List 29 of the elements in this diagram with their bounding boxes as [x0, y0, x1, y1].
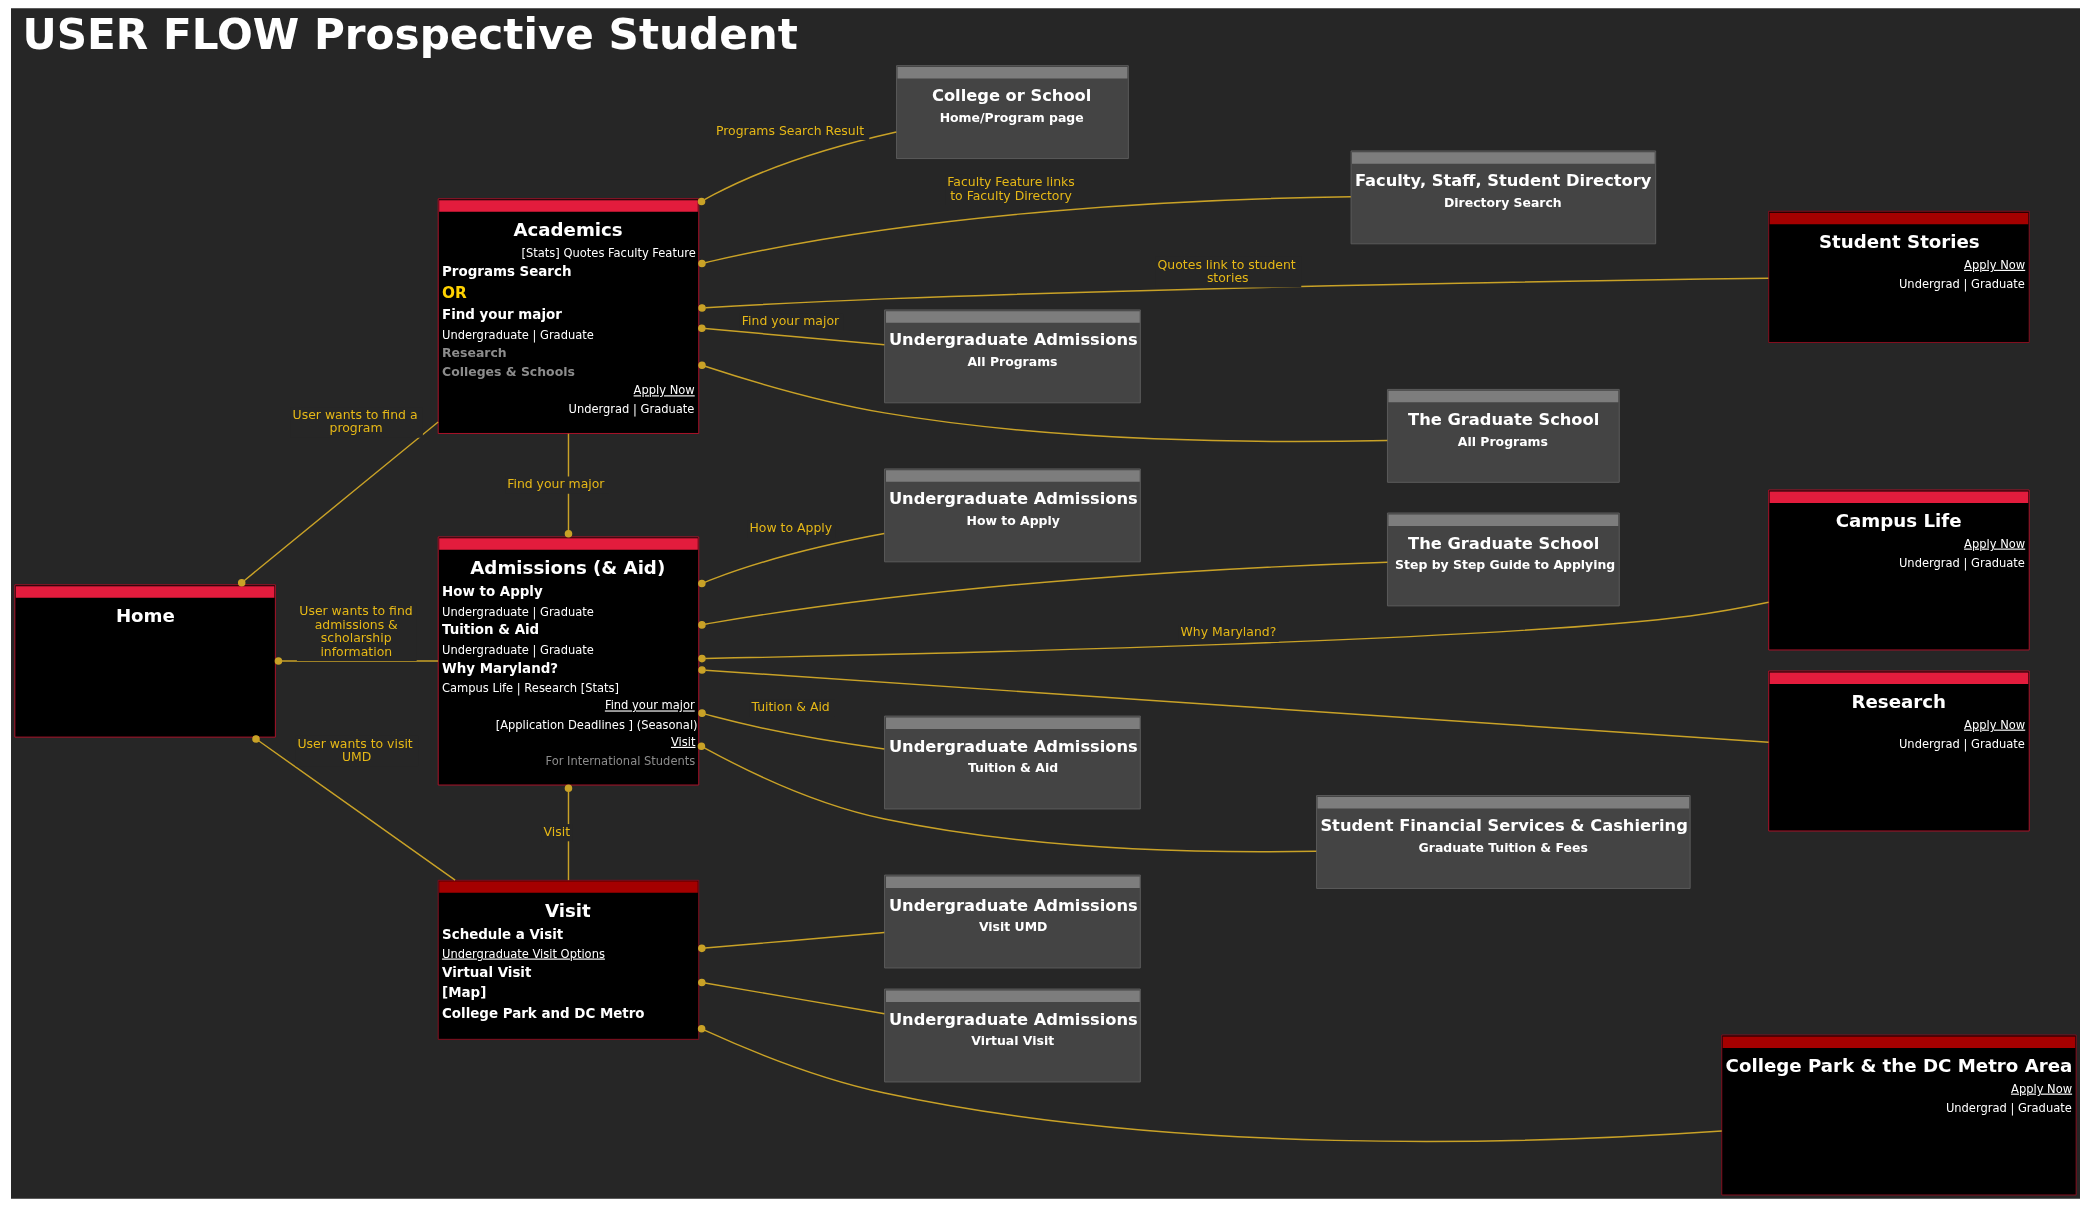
connector — [697, 666, 1769, 743]
edge-label: User wants to visit UMD — [296, 735, 413, 764]
connector — [697, 978, 885, 1015]
connector — [697, 361, 1388, 443]
connector — [697, 931, 885, 953]
connector — [697, 1025, 1722, 1143]
edge-label: Quotes link to student stories — [1157, 256, 1296, 286]
connector — [237, 421, 439, 587]
connector — [697, 601, 1769, 663]
connector — [697, 196, 1352, 268]
edge-label: Visit — [543, 823, 570, 839]
connector — [697, 742, 1317, 853]
edge-label: Find your major — [741, 313, 839, 329]
connector — [697, 324, 885, 346]
diagram-title: USER FLOW Prospective Student — [21, 9, 798, 59]
edge-label: Tuition & Aid — [750, 699, 830, 715]
edge-label: Programs Search Result — [715, 122, 864, 138]
connector — [697, 561, 1388, 629]
edge-label: User wants to find a program — [292, 407, 418, 436]
edge-label: User wants to find admissions & scholarship information — [298, 603, 413, 659]
connector — [697, 131, 897, 206]
edge-label: Why Maryland? — [1180, 624, 1276, 640]
edge-label: Find your major — [506, 476, 604, 492]
connector — [697, 532, 885, 588]
edge-label: How to Apply — [749, 520, 832, 536]
connector — [697, 277, 1769, 312]
connector — [274, 657, 439, 665]
edge-label: Faculty Feature links to Faculty Directory — [946, 174, 1075, 203]
connector — [697, 709, 885, 750]
